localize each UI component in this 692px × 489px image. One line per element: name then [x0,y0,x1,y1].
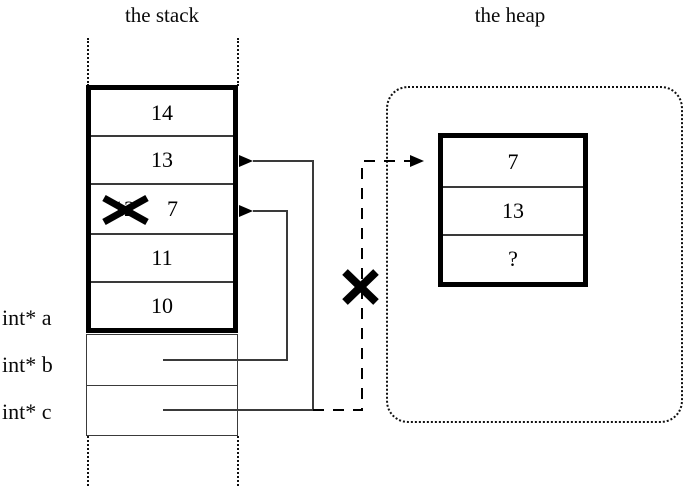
stack-cell: 10 [91,283,233,328]
stack-cell: 13 [91,137,233,185]
stack-cell-value: 13 [151,147,173,172]
stack-guide-top-right [237,38,239,86]
stack-guide-bottom-right [237,436,239,486]
x-cross-icon-dangling-pointer [342,269,379,305]
stack-guide-top-left [87,38,89,86]
stack-array-frame: 14 13 12 7 11 10 [86,85,238,333]
stack-title: the stack [124,3,200,27]
heap-array-frame: 7 13 ? [438,133,588,287]
heap-title: the heap [474,3,546,27]
heap-cell-value: 13 [502,198,524,223]
stack-cell-new-value: 7 [167,196,178,221]
pointer-cell-c [86,385,238,436]
heap-cell: 7 [443,138,583,188]
variable-label-a: int* a [2,305,52,330]
variable-label-c: int* c [2,399,52,424]
heap-cell: ? [443,236,583,282]
heap-cell-value: ? [508,246,518,271]
struck-value-wrapper: 12 [102,194,149,226]
heap-cell-value: 7 [507,149,519,174]
stack-cell: 11 [91,235,233,283]
stack-cell-value: 10 [151,292,173,318]
pointer-cell-b [86,334,238,385]
stack-cell-overwritten: 12 7 [91,185,233,235]
x-cross-icon [102,194,149,226]
stack-guide-bottom-left [87,436,89,486]
stack-cell-value: 14 [151,99,173,125]
stack-cell: 14 [91,90,233,137]
heap-cell: 13 [443,188,583,236]
variable-label-b: int* b [2,352,53,377]
stack-cell-value: 11 [151,245,173,270]
